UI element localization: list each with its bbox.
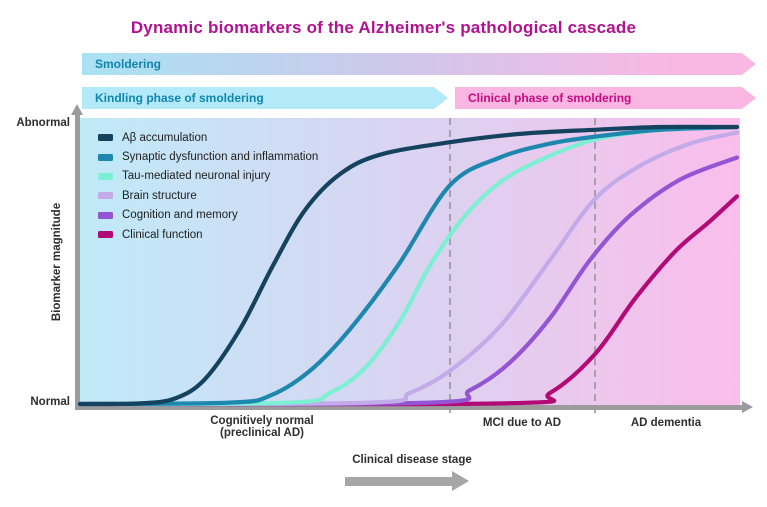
legend-item: Cognition and memory (98, 206, 318, 225)
y-axis-label: Biomarker magnitude (51, 202, 63, 322)
legend-swatch-icon (98, 172, 113, 180)
legend-swatch-icon (98, 211, 113, 219)
smoldering-phase-banner: Smoldering (82, 53, 756, 75)
legend-label: Cognition and memory (122, 209, 238, 222)
kindling-phase-banner: Kindling phase of smoldering (82, 87, 448, 109)
clinical-phase-banner: Clinical phase of smoldering (455, 87, 756, 109)
kindling-phase-label: Kindling phase of smoldering (95, 91, 264, 105)
legend-label: Synaptic dysfunction and inflammation (122, 151, 319, 164)
x-axis-arrowhead-icon (742, 401, 753, 413)
legend-item: Aβ accumulation (98, 128, 318, 147)
legend-item: Brain structure (98, 186, 318, 205)
disease-stage-arrowhead-icon (452, 471, 469, 491)
arrow-right-icon (742, 87, 756, 109)
clinical-phase-label: Clinical phase of smoldering (468, 91, 632, 105)
x-axis-caption: Clinical disease stage (352, 454, 472, 466)
x-axis-line (75, 405, 742, 410)
arrow-right-icon (434, 87, 448, 109)
disease-stage-arrow (345, 477, 452, 486)
y-axis-line (75, 114, 80, 410)
legend-swatch-icon (98, 153, 113, 161)
legend-item: Clinical function (98, 225, 318, 244)
y-axis-arrowhead-icon (71, 104, 83, 115)
legend-label: Tau-mediated neuronal injury (122, 170, 271, 183)
arrow-right-icon (742, 53, 756, 75)
chart-title: Dynamic biomarkers of the Alzheimer's pa… (130, 18, 637, 37)
legend-swatch-icon (98, 231, 113, 239)
stage-label-ad-dementia: AD dementia (630, 417, 702, 429)
smoldering-phase-label: Smoldering (95, 57, 162, 71)
legend-swatch-icon (98, 134, 113, 142)
legend-label: Aβ accumulation (122, 131, 208, 144)
legend-swatch-icon (98, 192, 113, 200)
legend-item: Synaptic dysfunction and inflammation (98, 147, 318, 166)
y-tick-abnormal: Abnormal (16, 117, 70, 129)
legend-label: Clinical function (122, 228, 203, 241)
stage-label-cognitively-normal: Cognitively normal (preclinical AD) (210, 415, 314, 439)
legend-label: Brain structure (122, 189, 197, 202)
stage-label-mci: MCI due to AD (482, 417, 562, 429)
y-tick-normal: Normal (30, 396, 70, 408)
legend-item: Tau-mediated neuronal injury (98, 167, 318, 186)
